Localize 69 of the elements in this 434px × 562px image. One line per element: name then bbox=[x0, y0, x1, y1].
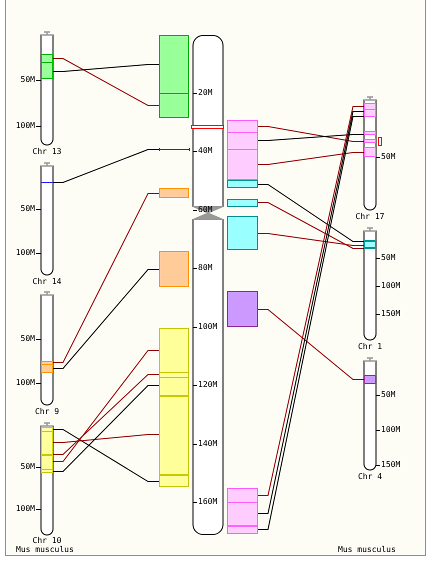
synteny-block bbox=[227, 199, 258, 207]
connector-line bbox=[52, 374, 160, 455]
chromosome-band bbox=[364, 147, 376, 157]
chromosome-band bbox=[364, 131, 376, 135]
connector-line bbox=[258, 152, 364, 165]
synteny-block bbox=[159, 188, 189, 198]
tick-label: 60M bbox=[198, 206, 212, 214]
tick-label: 140M bbox=[198, 440, 218, 448]
synteny-block bbox=[227, 291, 258, 327]
synteny-block bbox=[159, 251, 189, 287]
connector-line bbox=[52, 385, 160, 472]
connector-line bbox=[52, 350, 160, 462]
tick-label: 100M bbox=[16, 505, 35, 513]
marker-line bbox=[159, 148, 190, 151]
chromosome-band bbox=[364, 103, 376, 117]
tick-label: 50M bbox=[381, 391, 396, 399]
chromosome-band bbox=[364, 375, 376, 384]
synteny-block bbox=[159, 35, 189, 118]
connector-line bbox=[52, 193, 160, 363]
tick-label: 40M bbox=[198, 147, 212, 155]
chromosome-label: Chr 14 bbox=[32, 278, 62, 286]
tick-label: 150M bbox=[381, 461, 400, 469]
connector-line bbox=[52, 149, 160, 183]
tick-label: 80M bbox=[198, 264, 212, 272]
chromosome-band bbox=[41, 54, 53, 79]
synteny-block bbox=[227, 180, 258, 188]
synteny-block bbox=[227, 216, 258, 250]
chromosome-band bbox=[41, 361, 53, 373]
species-label: Mus musculus bbox=[16, 546, 74, 554]
tick-label: 120M bbox=[198, 381, 218, 389]
tick-label: 160M bbox=[198, 498, 218, 506]
synteny-block bbox=[159, 328, 189, 487]
tick-label: 100M bbox=[381, 282, 400, 290]
tick-label: 100M bbox=[381, 426, 400, 434]
tick-label: 100M bbox=[198, 323, 218, 331]
connector-line bbox=[52, 429, 160, 482]
tick-label: 100M bbox=[16, 122, 35, 130]
tick-label: 50M bbox=[381, 254, 396, 262]
connector-line bbox=[52, 64, 160, 72]
tick-label: 50M bbox=[381, 153, 396, 161]
connector-line bbox=[52, 269, 160, 369]
connector-line bbox=[258, 134, 364, 141]
chromosome-label: Chr 13 bbox=[32, 148, 62, 156]
chromosome-label: Chr 1 bbox=[358, 343, 382, 351]
synteny-block bbox=[227, 488, 258, 534]
connector-line bbox=[258, 309, 364, 380]
tick-label: 50M bbox=[20, 463, 35, 471]
tick-label: 50M bbox=[20, 335, 35, 343]
tick-label: 150M bbox=[381, 310, 400, 318]
tick-label: 100M bbox=[16, 379, 35, 387]
species-label: Mus musculus bbox=[338, 546, 396, 554]
tick-label: 50M bbox=[20, 76, 35, 84]
tick-label: 100M bbox=[16, 249, 35, 257]
synteny-block bbox=[227, 120, 258, 180]
tick-label: 50M bbox=[20, 205, 35, 213]
chromosome-band bbox=[41, 427, 53, 473]
chromosome-band bbox=[364, 240, 376, 249]
connector-line bbox=[258, 184, 364, 242]
chromosome-label: Chr 4 bbox=[358, 473, 382, 481]
chromosome-label: Chr 17 bbox=[356, 213, 384, 221]
chromosome-band bbox=[364, 139, 376, 143]
connector-line bbox=[52, 434, 160, 443]
connector-line bbox=[258, 233, 364, 246]
tick-label: 20M bbox=[198, 89, 212, 97]
chromosome-label: Chr 9 bbox=[34, 408, 60, 416]
chromosome-label: Chr 10 bbox=[32, 537, 62, 545]
connector-line bbox=[258, 202, 364, 249]
connector-line bbox=[258, 126, 364, 142]
connector-line bbox=[52, 58, 160, 106]
